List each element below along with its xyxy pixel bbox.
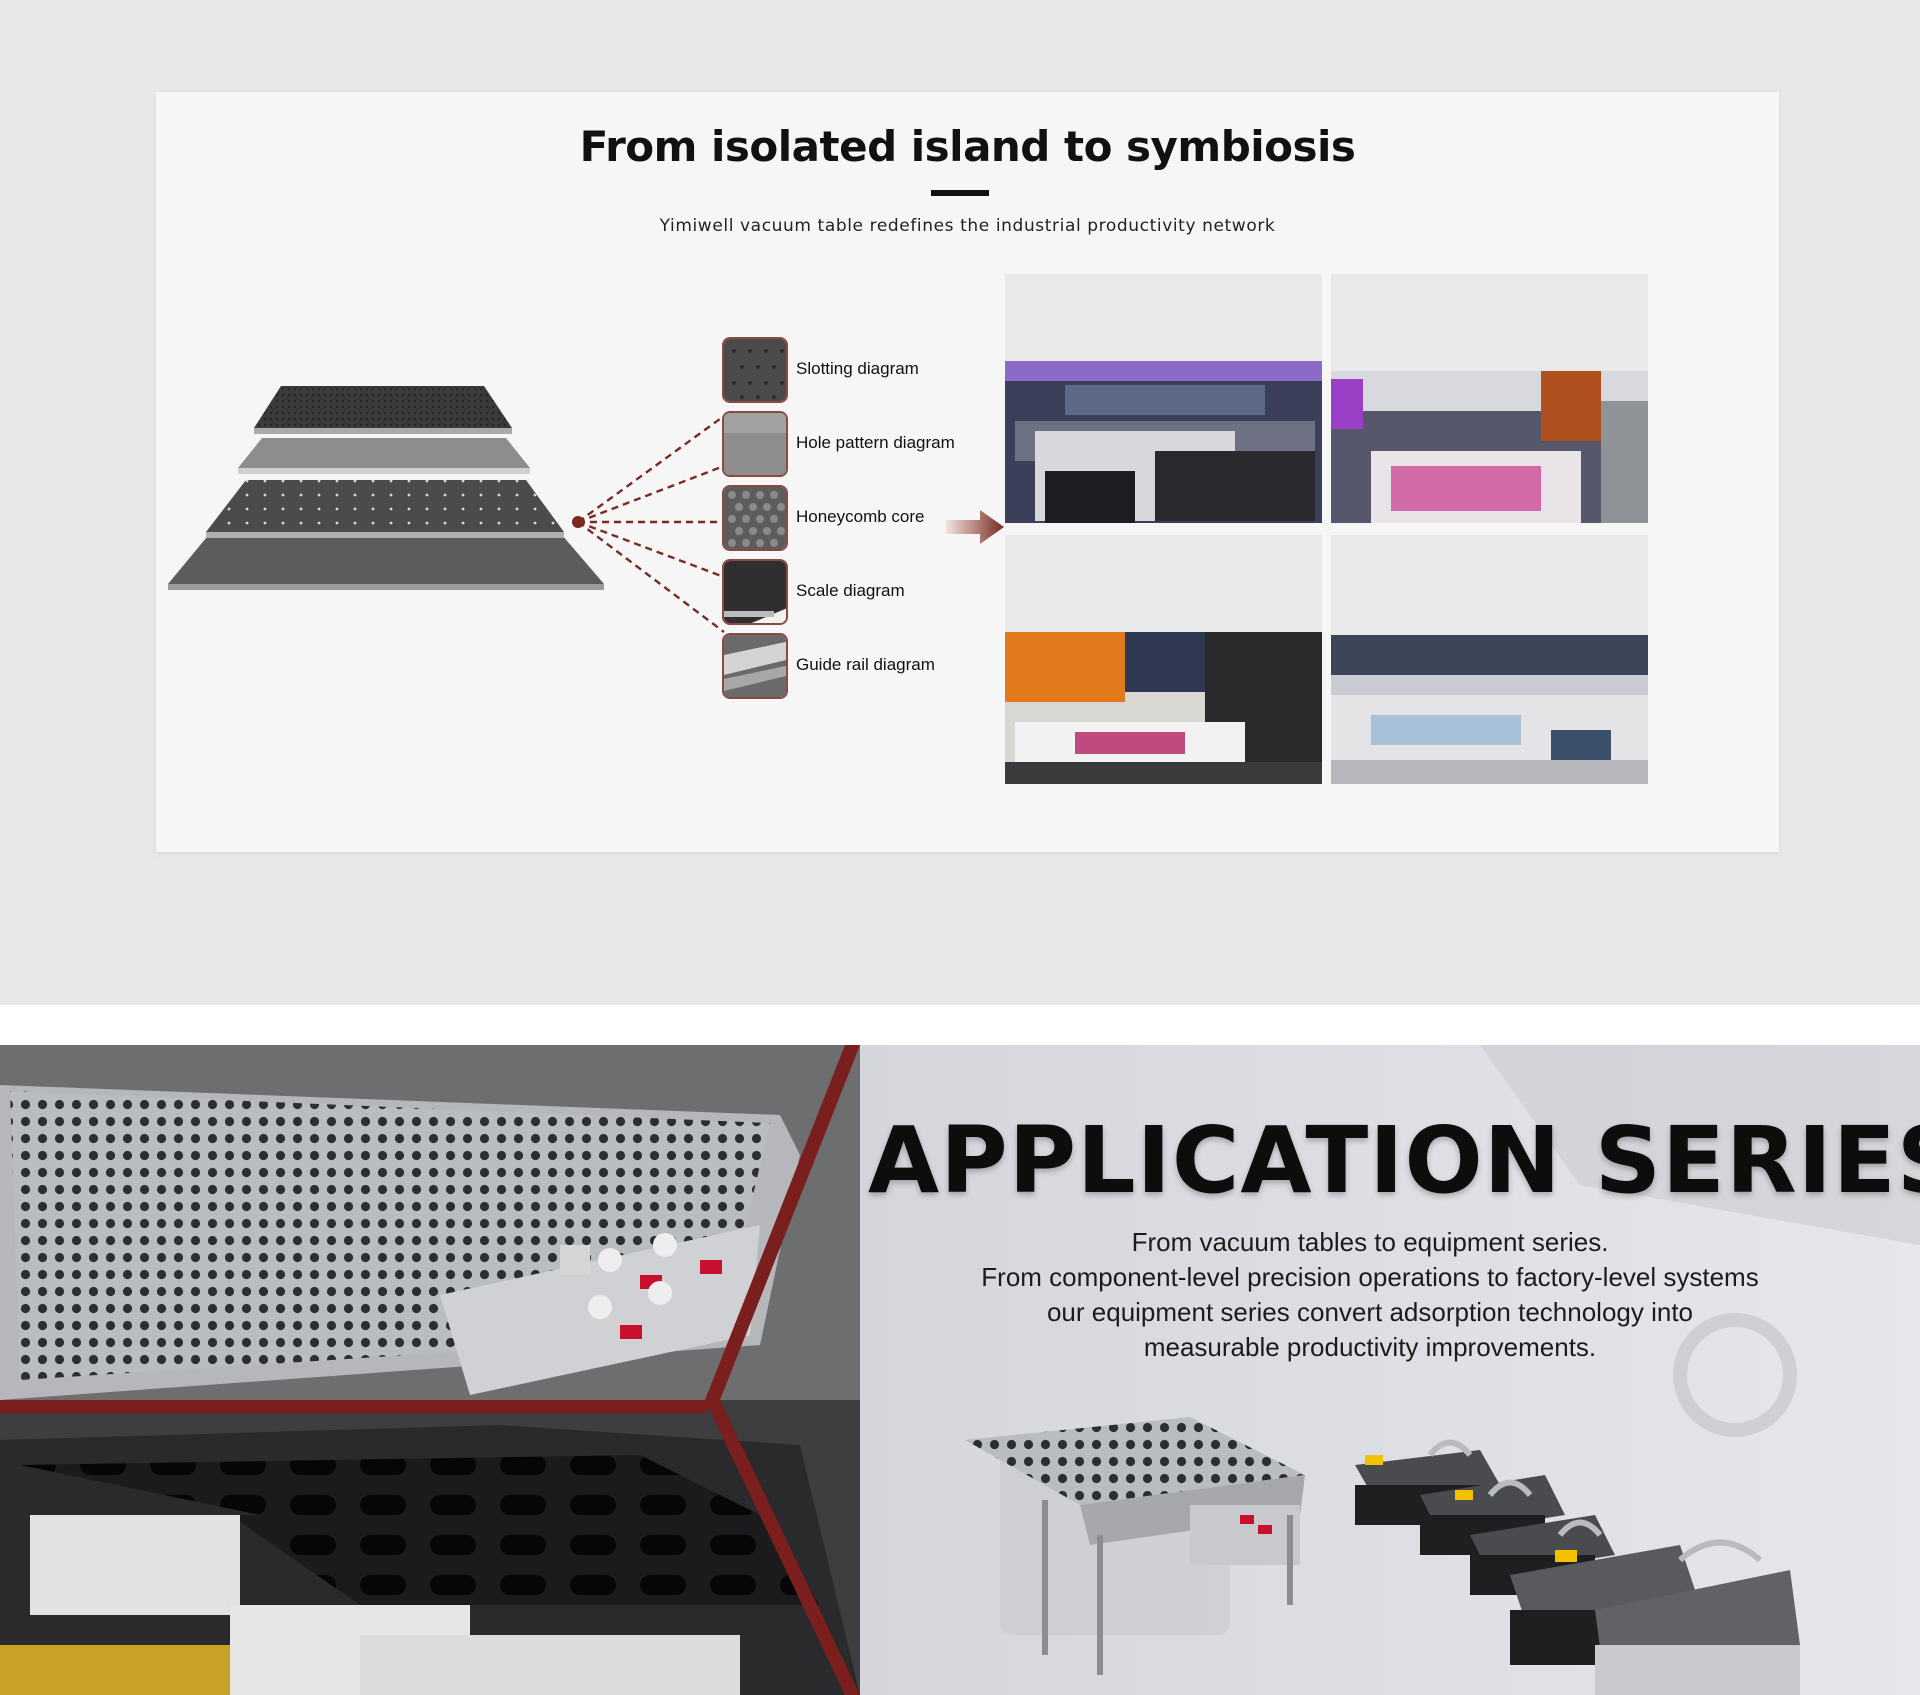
scale-thumbnail <box>722 559 788 625</box>
intro-card: From isolated island to symbiosis Yimiwe… <box>156 92 1779 852</box>
intro-title: From isolated island to symbiosis <box>579 122 1356 171</box>
application-description-line: From vacuum tables to equipment series. <box>1131 1227 1609 1257</box>
diagram-connector-lines <box>572 415 725 633</box>
section-separator <box>0 1005 1920 1045</box>
application-background <box>0 1045 1920 1695</box>
hole-pattern-thumbnail <box>722 411 788 477</box>
application-description-line: measurable productivity improvements. <box>1143 1332 1597 1362</box>
diagram-label: Guide rail diagram <box>796 655 935 674</box>
exhibition-photo <box>1331 535 1648 784</box>
slotting-thumbnail <box>722 337 788 403</box>
application-title: APPLICATION SERIES <box>868 1107 1920 1214</box>
title-underline <box>931 190 989 196</box>
exhibition-photo <box>1331 274 1648 523</box>
intro-subtitle: Yimiwell vacuum table redefines the indu… <box>659 216 1276 236</box>
diagram-label: Scale diagram <box>796 581 905 600</box>
application-description-line: our equipment series convert adsorption … <box>1046 1297 1694 1327</box>
diagram-item-honeycomb: Honeycomb core <box>722 485 982 551</box>
diagram-label: Slotting diagram <box>796 359 919 378</box>
intro-section: From isolated island to symbiosis Yimiwe… <box>156 92 1779 852</box>
diagram-item-scale: Scale diagram <box>722 559 982 625</box>
guide-rail-thumbnail <box>722 633 788 699</box>
application-section: APPLICATION SERIES From vacuum tables to… <box>0 1045 1920 1695</box>
vacuum-table-illustration <box>168 386 604 590</box>
exhibition-photo <box>1005 274 1322 523</box>
diagram-item-guide-rail: Guide rail diagram <box>722 633 982 699</box>
application-description-line: From component-level precision operation… <box>981 1262 1759 1292</box>
diagram-label: Honeycomb core <box>796 507 925 526</box>
arrow-right-icon <box>946 510 1004 544</box>
exhibition-photo <box>1005 535 1322 784</box>
honeycomb-thumbnail <box>722 485 788 551</box>
diagram-item-slotting: Slotting diagram <box>722 337 982 403</box>
diagram-label: Hole pattern diagram <box>796 433 955 452</box>
diagram-item-hole-pattern: Hole pattern diagram <box>722 411 982 477</box>
